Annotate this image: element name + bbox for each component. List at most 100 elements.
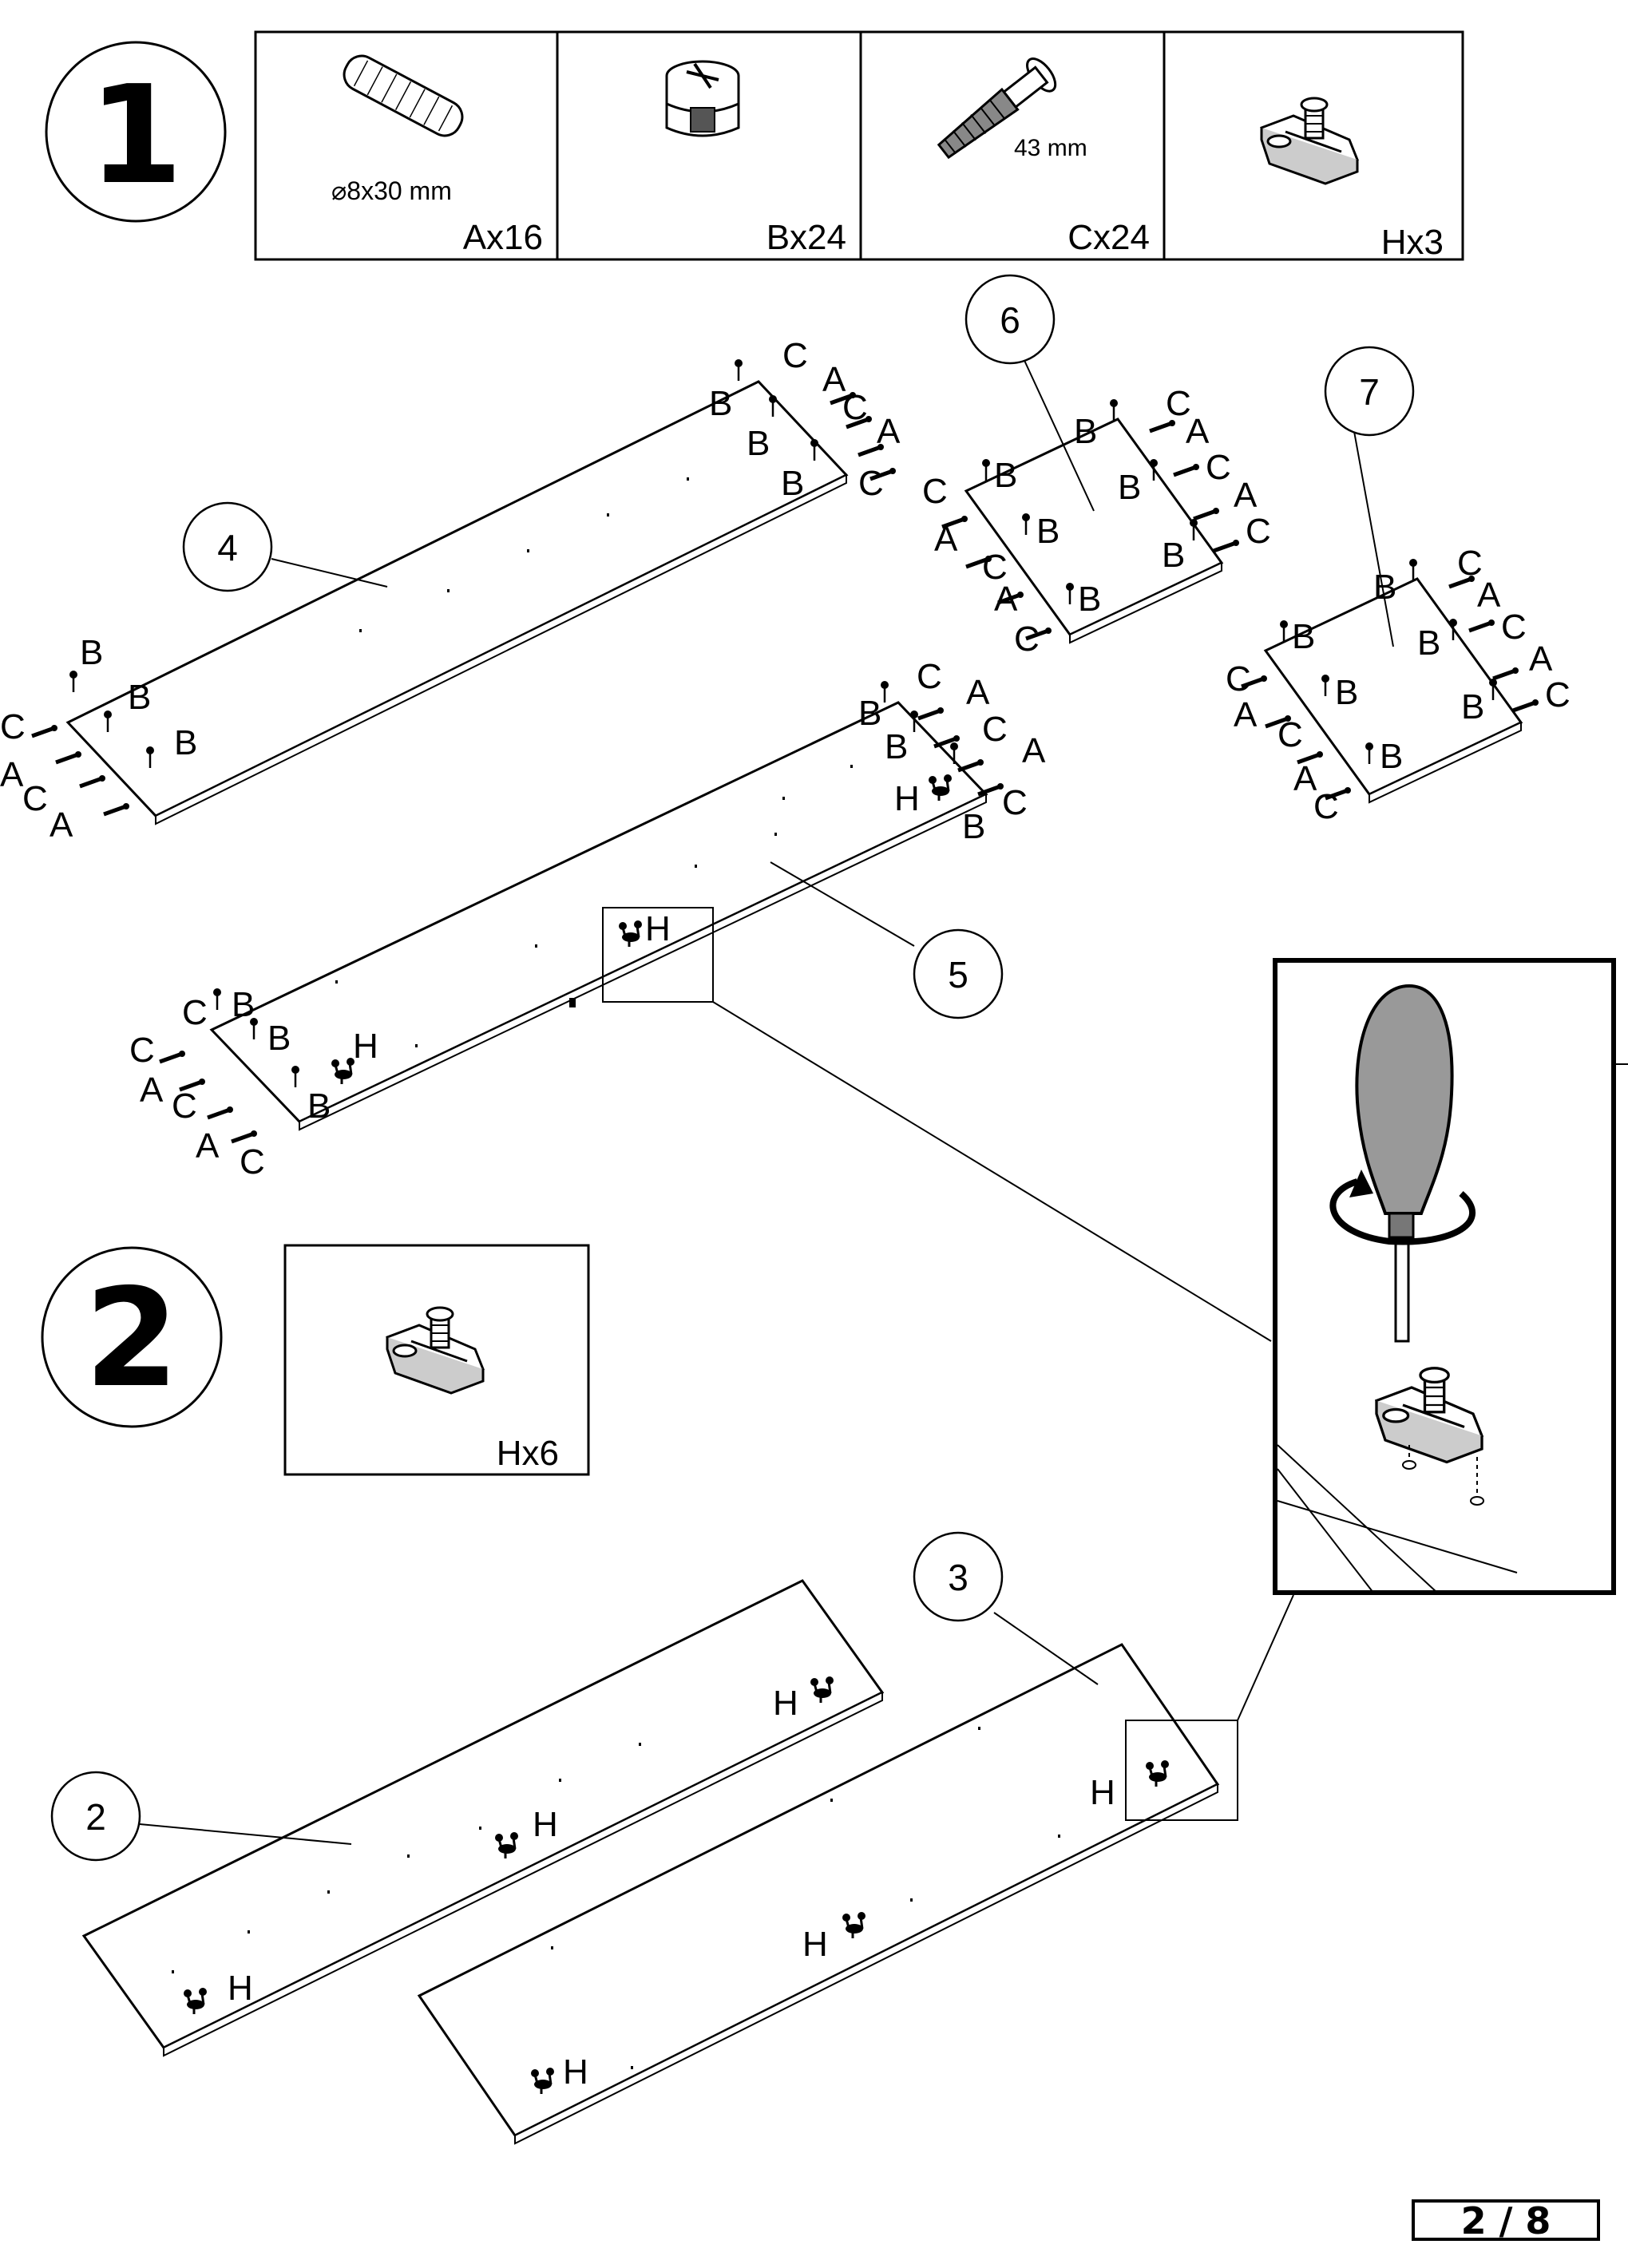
svg-text:B: B — [1292, 617, 1315, 656]
callout-7: 7 — [1324, 346, 1415, 647]
svg-text:H: H — [533, 1805, 558, 1844]
svg-text:B: B — [781, 464, 804, 503]
hinge-plate-icon — [1260, 97, 1359, 185]
rotate-arrow-icon — [1329, 1170, 1475, 1245]
screwdriver-icon — [1355, 984, 1454, 1343]
svg-text:3: 3 — [948, 1557, 968, 1598]
panel-6-letters: B B B B B B C A C A C C A C A C — [922, 384, 1271, 659]
part-b-count: Bx24 — [766, 218, 846, 257]
svg-text:H: H — [228, 1969, 253, 2008]
svg-text:C: C — [240, 1142, 265, 1181]
callout-3: 3 — [913, 1531, 1099, 1685]
svg-text:B: B — [174, 723, 197, 762]
svg-text:C: C — [1457, 544, 1483, 583]
part-a-count: Ax16 — [463, 218, 543, 257]
svg-text:C: C — [172, 1087, 197, 1126]
svg-text:C: C — [842, 388, 868, 427]
callout-2: 2 — [50, 1771, 352, 1862]
svg-text:B: B — [994, 456, 1017, 495]
svg-text:A: A — [934, 520, 958, 559]
svg-text:B: B — [1380, 737, 1403, 776]
svg-text:C: C — [129, 1031, 155, 1070]
zoom-leader-line — [712, 1001, 1272, 1342]
svg-text:B: B — [1417, 623, 1440, 663]
step-1-parts-table: ⌀8x30 mm Ax16 Bx24 43 mm Cx24 Hx3 — [254, 30, 1464, 262]
svg-text:H: H — [773, 1684, 798, 1723]
svg-text:B: B — [709, 384, 732, 423]
panel-7-letters: B B B B B B C A C A C C A C A C — [1226, 544, 1571, 826]
svg-text:6: 6 — [1000, 299, 1020, 341]
step-2-number: 2 — [85, 1260, 179, 1418]
svg-text:4: 4 — [217, 527, 238, 568]
svg-text:B: B — [307, 1087, 331, 1126]
svg-text:C: C — [22, 779, 48, 818]
panel-6 — [942, 398, 1239, 644]
svg-text:C: C — [982, 548, 1008, 587]
panel-3-letters: H H H — [563, 1773, 1115, 2092]
panel-4-letters: B B B C A C A B B B C A C A C — [0, 336, 901, 845]
svg-text:A: A — [0, 755, 24, 794]
step-2-badge: 2 — [41, 1246, 223, 1428]
svg-text:A: A — [966, 673, 990, 712]
callout-4: 4 — [182, 501, 388, 592]
svg-text:C: C — [0, 707, 26, 746]
svg-text:B: B — [267, 1019, 291, 1058]
svg-text:C: C — [1206, 448, 1231, 487]
svg-text:H: H — [802, 1925, 828, 1964]
zoom-leader-line-2 — [1237, 1594, 1294, 1721]
svg-text:B: B — [747, 424, 770, 463]
svg-text:A: A — [1022, 731, 1046, 770]
svg-text:C: C — [1166, 384, 1191, 423]
panel-5 — [160, 679, 1004, 1142]
svg-text:A: A — [1186, 412, 1210, 451]
svg-text:B: B — [1036, 512, 1060, 551]
svg-text:B: B — [1074, 412, 1097, 451]
svg-text:B: B — [128, 678, 151, 717]
callout-6: 6 — [965, 274, 1095, 512]
cam-lock-icon — [665, 60, 740, 137]
svg-text:C: C — [1501, 608, 1527, 647]
svg-text:C: C — [922, 472, 948, 511]
svg-text:H: H — [645, 909, 671, 948]
svg-text:C: C — [1226, 659, 1251, 699]
svg-text:A: A — [140, 1071, 164, 1110]
svg-text:7: 7 — [1359, 371, 1380, 413]
svg-text:B: B — [1461, 687, 1484, 726]
svg-text:B: B — [1335, 673, 1358, 712]
svg-text:A: A — [822, 360, 846, 399]
svg-text:A: A — [994, 580, 1018, 619]
panel-5-letters: C B B B C A C A C H H H B B B C A C A C — [129, 657, 1046, 1181]
svg-text:H: H — [894, 779, 920, 818]
svg-text:2: 2 — [85, 1796, 106, 1838]
panel-4 — [32, 358, 896, 825]
part-c-count: Cx24 — [1068, 218, 1150, 257]
svg-text:B: B — [885, 727, 908, 766]
svg-text:A: A — [1234, 695, 1258, 734]
svg-text:B: B — [858, 694, 881, 733]
part-c-size: 43 mm — [1014, 135, 1087, 161]
zoom-box-panel-5 — [602, 907, 714, 1003]
part-h-count-step2: Hx6 — [497, 1434, 559, 1473]
svg-text:B: B — [1078, 580, 1101, 619]
svg-text:H: H — [563, 2052, 588, 2092]
svg-text:C: C — [182, 993, 208, 1032]
svg-text:B: B — [962, 807, 985, 846]
svg-text:C: C — [1014, 619, 1040, 659]
svg-text:C: C — [1545, 675, 1571, 714]
svg-text:C: C — [1002, 783, 1028, 822]
svg-text:A: A — [50, 805, 73, 845]
panel-2 — [81, 1579, 885, 2057]
svg-text:C: C — [1277, 715, 1303, 754]
panel-7 — [1242, 557, 1539, 804]
svg-text:C: C — [1246, 512, 1271, 551]
step-1-badge: 1 — [45, 41, 227, 223]
svg-text:B: B — [1162, 536, 1185, 575]
svg-text:C: C — [858, 464, 884, 503]
panel-2-letters: H H H — [228, 1684, 798, 2008]
svg-text:H: H — [1090, 1773, 1115, 1812]
step-2-parts-box: Hx6 — [283, 1244, 590, 1476]
svg-text:H: H — [353, 1027, 378, 1066]
callout-5: 5 — [770, 861, 1004, 1019]
svg-text:A: A — [1529, 639, 1553, 679]
